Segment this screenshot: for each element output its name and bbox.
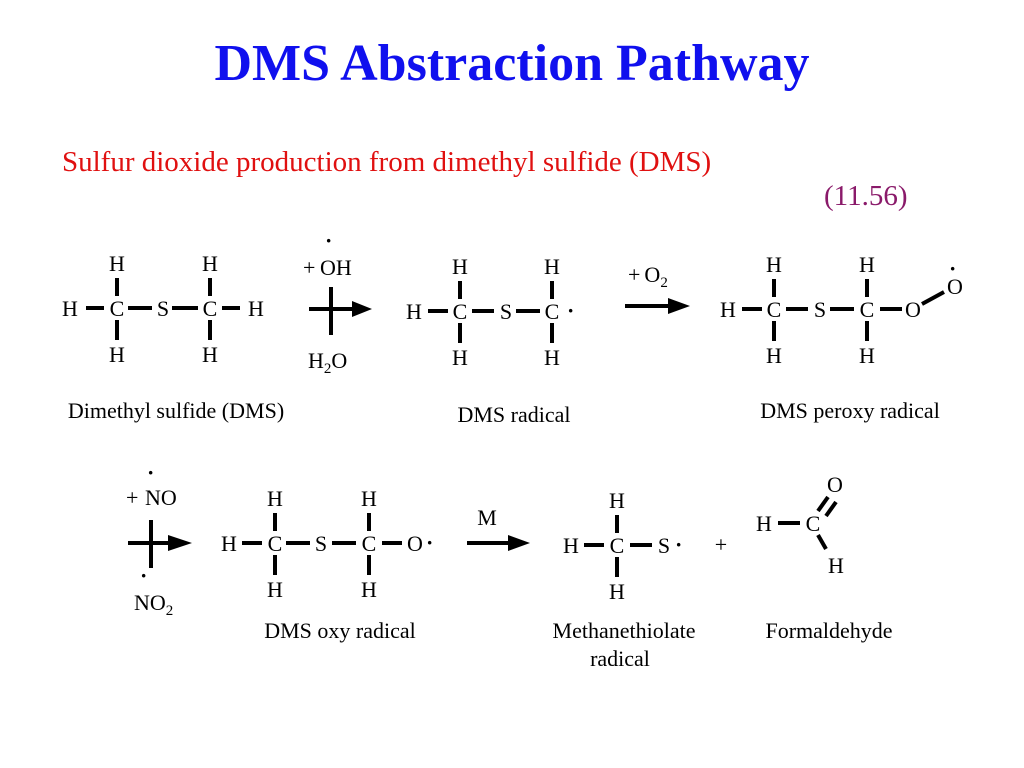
atom-h: H: [202, 342, 218, 367]
atom-c: C: [545, 299, 560, 324]
atom-s: S: [500, 299, 512, 324]
atom-h: H: [109, 342, 125, 367]
atom-s: S: [315, 531, 327, 556]
atom-c: C: [203, 296, 218, 321]
label-dms-peroxy: DMS peroxy radical: [760, 398, 940, 423]
label-formaldehyde: Formaldehyde: [765, 618, 892, 643]
radical-dot: ·: [949, 256, 956, 281]
atom-h: H: [828, 553, 844, 578]
atom-h: H: [609, 488, 625, 513]
label-dms-oxy: DMS oxy radical: [264, 618, 416, 643]
methanethiolate-structure: H H C S · H: [563, 488, 682, 604]
label-dms-radical: DMS radical: [457, 402, 570, 427]
atom-h: H: [720, 297, 736, 322]
atom-h: H: [248, 296, 264, 321]
radical-dot: ·: [325, 228, 332, 253]
reagent-no: NO: [145, 485, 177, 510]
radical-dot: ·: [140, 563, 147, 588]
atom-h: H: [859, 343, 875, 368]
atom-h: H: [109, 251, 125, 276]
dms-oxy-structure: H H H C S C O · H H: [221, 486, 433, 602]
atom-c: C: [860, 297, 875, 322]
atom-s: S: [814, 297, 826, 322]
reaction-arrows: [128, 287, 672, 568]
atom-c: C: [767, 297, 782, 322]
bonds: [86, 278, 945, 577]
dms-radical-structure: H H H C S C · H H: [406, 254, 574, 370]
atom-o: O: [407, 531, 423, 556]
radical-dot: ·: [426, 530, 433, 555]
plus-sign: +: [715, 532, 727, 557]
atom-h: H: [62, 296, 78, 321]
atom-s: S: [658, 533, 670, 558]
radical-dot: ·: [675, 532, 682, 557]
atom-o: O: [947, 274, 963, 299]
label-dms: Dimethyl sulfide (DMS): [68, 398, 284, 423]
atom-c: C: [110, 296, 125, 321]
radical-dot: ·: [147, 460, 154, 485]
arrowheads: [168, 298, 690, 551]
atom-h: H: [202, 251, 218, 276]
reagent-h2o: H2O: [308, 348, 347, 377]
atom-h: H: [267, 486, 283, 511]
atom-c: C: [268, 531, 283, 556]
formaldehyde-structure: O H C H: [756, 472, 844, 578]
atom-c: C: [362, 531, 377, 556]
atom-o: O: [827, 472, 843, 497]
plus-sign: +: [303, 255, 315, 280]
atom-o: O: [905, 297, 921, 322]
atom-h: H: [766, 343, 782, 368]
equation-number: (11.56): [824, 180, 908, 212]
atom-h: H: [361, 486, 377, 511]
reagent-o2: +O2: [628, 262, 668, 291]
dms-structure: H H H C S C H H H: [62, 251, 264, 367]
radical-dot: ·: [567, 298, 574, 323]
atom-c: C: [806, 511, 821, 536]
atom-c: C: [453, 299, 468, 324]
label-methanethiolate: Methanethiolate: [553, 618, 696, 643]
label-methanethiolate-radical: radical: [590, 646, 650, 671]
subtitle: Sulfur dioxide production from dimethyl …: [62, 146, 712, 178]
reagent-oh: OH: [320, 255, 352, 280]
atom-s: S: [157, 296, 169, 321]
atom-h: H: [221, 531, 237, 556]
atom-h: H: [452, 254, 468, 279]
atom-h: H: [544, 345, 560, 370]
atom-h: H: [563, 533, 579, 558]
plus-sign: +: [126, 485, 138, 510]
reagent-no2: NO2: [134, 590, 173, 619]
atom-h: H: [609, 579, 625, 604]
reagent-m: M: [477, 505, 497, 530]
dms-peroxy-structure: H H H C S C O · O H H: [720, 252, 963, 368]
atom-h: H: [406, 299, 422, 324]
atom-h: H: [859, 252, 875, 277]
atom-h: H: [766, 252, 782, 277]
atom-h: H: [544, 254, 560, 279]
atom-h: H: [361, 577, 377, 602]
atom-h: H: [452, 345, 468, 370]
page-title: DMS Abstraction Pathway: [214, 35, 810, 92]
atom-c: C: [610, 533, 625, 558]
atom-h: H: [267, 577, 283, 602]
atom-h: H: [756, 511, 772, 536]
